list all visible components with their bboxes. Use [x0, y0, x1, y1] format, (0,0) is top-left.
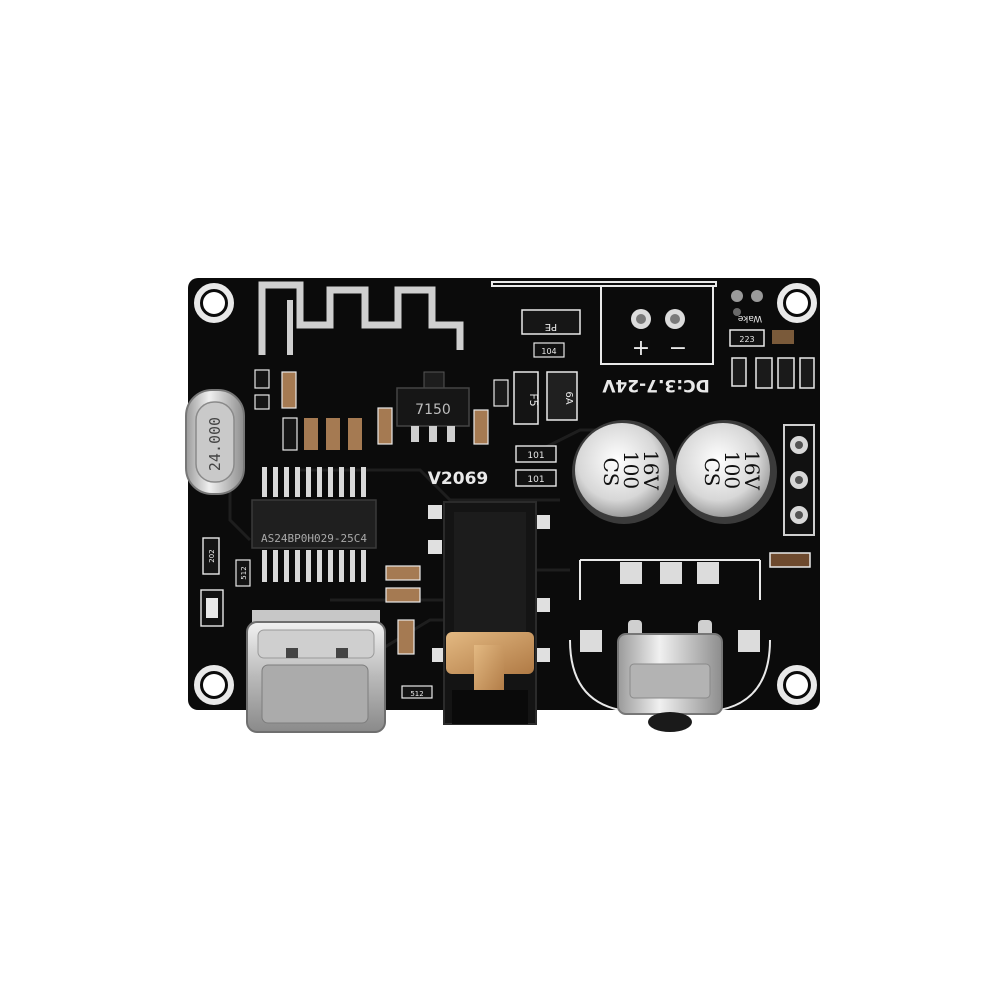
crystal-oscillator: 24.000: [185, 389, 245, 495]
bluetooth-chip: AS24BP0H029-25C4: [251, 467, 377, 582]
cap2-voltage: 16V: [740, 450, 764, 490]
res-223-label: 223: [739, 335, 754, 344]
ind-label: 6A: [563, 391, 574, 404]
cap1-value: 100: [619, 451, 643, 489]
regulator-label: 7150: [415, 402, 451, 418]
res-top-label: 104: [541, 347, 556, 356]
diode-pe: PE 104: [521, 309, 581, 358]
resistors-101: 101 101: [515, 445, 557, 487]
audio-jack: [428, 501, 550, 725]
smd-parts-left: 202 512: [200, 537, 251, 627]
diode-label: PE: [545, 321, 557, 332]
chip-label: AS24BP0H029-25C4: [261, 532, 367, 545]
res-b-label: 101: [527, 475, 544, 485]
capacitor-2: CS 100 16V: [673, 420, 777, 524]
wake-pads: Wake: [731, 290, 763, 323]
cap1-voltage: 16V: [639, 450, 663, 490]
usb-c-connector: [246, 610, 386, 733]
res-a-label: 101: [527, 451, 544, 461]
capacitor-1: CS 100 16V: [572, 420, 676, 524]
slide-switch: [617, 620, 723, 732]
res-512b-label: 512: [410, 690, 423, 698]
pcb-antenna: [258, 281, 464, 355]
wake-label: Wake: [737, 313, 762, 323]
cap2-value: 100: [720, 451, 744, 489]
smd-capacitors-top: [254, 369, 489, 451]
switch-pads: [580, 562, 760, 652]
res-512a-label: 512: [240, 566, 248, 579]
power-terminal: + −: [631, 309, 687, 361]
mounting-holes: [194, 283, 817, 705]
cap1-brand: CS: [599, 457, 623, 486]
header-pins: [783, 424, 815, 536]
terminal-minus-label: −: [669, 336, 687, 361]
fuse-label: F5: [527, 393, 540, 406]
smd-capacitors-mid: [385, 565, 421, 655]
crystal-label: 24.000: [206, 417, 224, 471]
smd-resistors-right: 223: [729, 329, 815, 389]
terminal-plus-label: +: [632, 336, 650, 361]
model-label: V2069: [428, 469, 488, 489]
voltage-label: DC:3.7-24V: [601, 375, 709, 395]
silkscreen-outlines: [491, 281, 771, 711]
res-202-label: 202: [208, 549, 216, 562]
pcb-board: [188, 278, 820, 710]
voltage-regulator: 7150: [396, 371, 470, 442]
fuse-f5: F5 6A: [493, 371, 578, 425]
cap2-brand: CS: [700, 457, 724, 486]
